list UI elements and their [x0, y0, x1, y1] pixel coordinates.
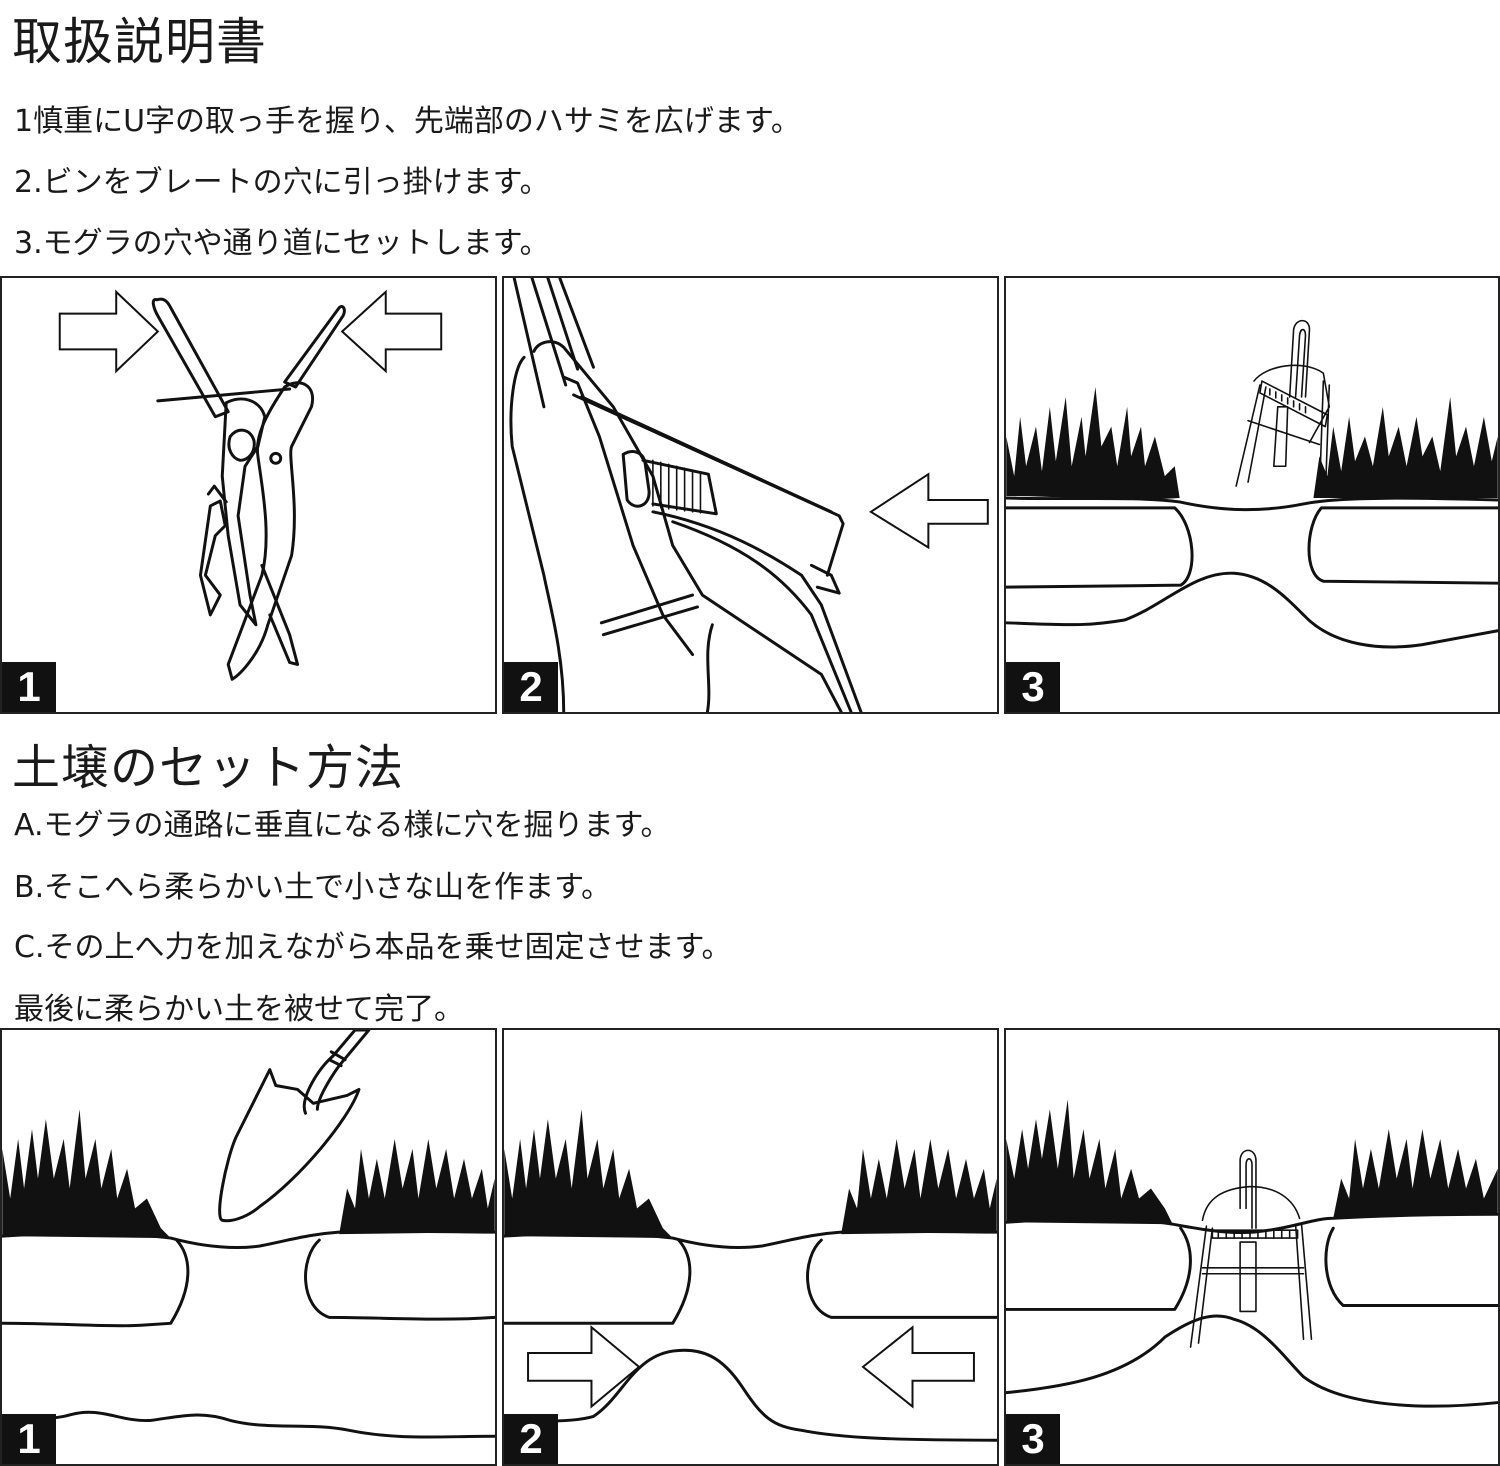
step-number-badge: 2 — [504, 1414, 558, 1464]
trap-in-tunnel-illustration — [1006, 319, 1498, 649]
right-arrow-icon — [58, 289, 160, 374]
grass-right-icon — [841, 1138, 997, 1235]
soil-panel-2: 2 — [502, 1028, 999, 1466]
soil-step-b: B.そこへら柔らかい土で小さな山を作ます。 — [14, 870, 612, 905]
grass-left-icon — [1006, 1099, 1173, 1225]
grass-right-icon — [339, 1138, 495, 1235]
left-arrow-icon — [340, 289, 443, 374]
grass-right-icon — [1313, 396, 1498, 498]
left-arrow-icon — [869, 472, 989, 550]
manual-title: 取扱説明書 — [12, 13, 267, 71]
grass-left-icon — [504, 1109, 673, 1239]
soil-panel-1: 1 — [0, 1028, 497, 1466]
manual-step-1: 1慎重にU字の取っ手を握り、先端部のハサミを広げます。 — [14, 104, 801, 139]
soil-step-final: 最後に柔らかい土を被せて完了。 — [14, 992, 464, 1027]
soil-mound-illustration — [504, 1109, 997, 1442]
dig-hole-illustration — [2, 1030, 495, 1439]
manual-step-2: 2.ビンをブレートの穴に引っ掛けます。 — [14, 165, 550, 200]
manual-panel-3: 3 — [1004, 276, 1500, 714]
step-number-badge: 2 — [504, 662, 558, 712]
step-number-badge: 1 — [2, 1414, 56, 1464]
step-number-badge: 3 — [1006, 1414, 1060, 1464]
trap-fixed-illustration — [1006, 1099, 1498, 1408]
hook-pin-illustration — [509, 278, 989, 712]
trowel-icon — [218, 1068, 361, 1223]
right-arrow-icon — [527, 1325, 641, 1409]
manual-panel-2: 2 — [502, 276, 999, 714]
step-number-badge: 3 — [1006, 662, 1060, 712]
manual-panel-1: 1 — [0, 276, 497, 714]
grass-left-icon — [2, 1109, 171, 1239]
soil-step-c: C.その上へ力を加えながら本品を乗せ固定させます。 — [14, 930, 732, 965]
soil-panel-3: 3 — [1004, 1028, 1500, 1466]
left-arrow-icon — [861, 1325, 975, 1409]
trap-squeeze-illustration — [58, 289, 443, 681]
grass-left-icon — [1006, 386, 1180, 500]
step-number-badge: 1 — [2, 662, 56, 712]
soil-step-a: A.モグラの通路に垂直になる様に穴を掘ります。 — [14, 808, 671, 843]
grass-right-icon — [1333, 1129, 1498, 1219]
manual-step-3: 3.モグラの穴や通り道にセットします。 — [14, 226, 550, 261]
soil-setup-title: 土壌のセット方法 — [12, 740, 405, 796]
